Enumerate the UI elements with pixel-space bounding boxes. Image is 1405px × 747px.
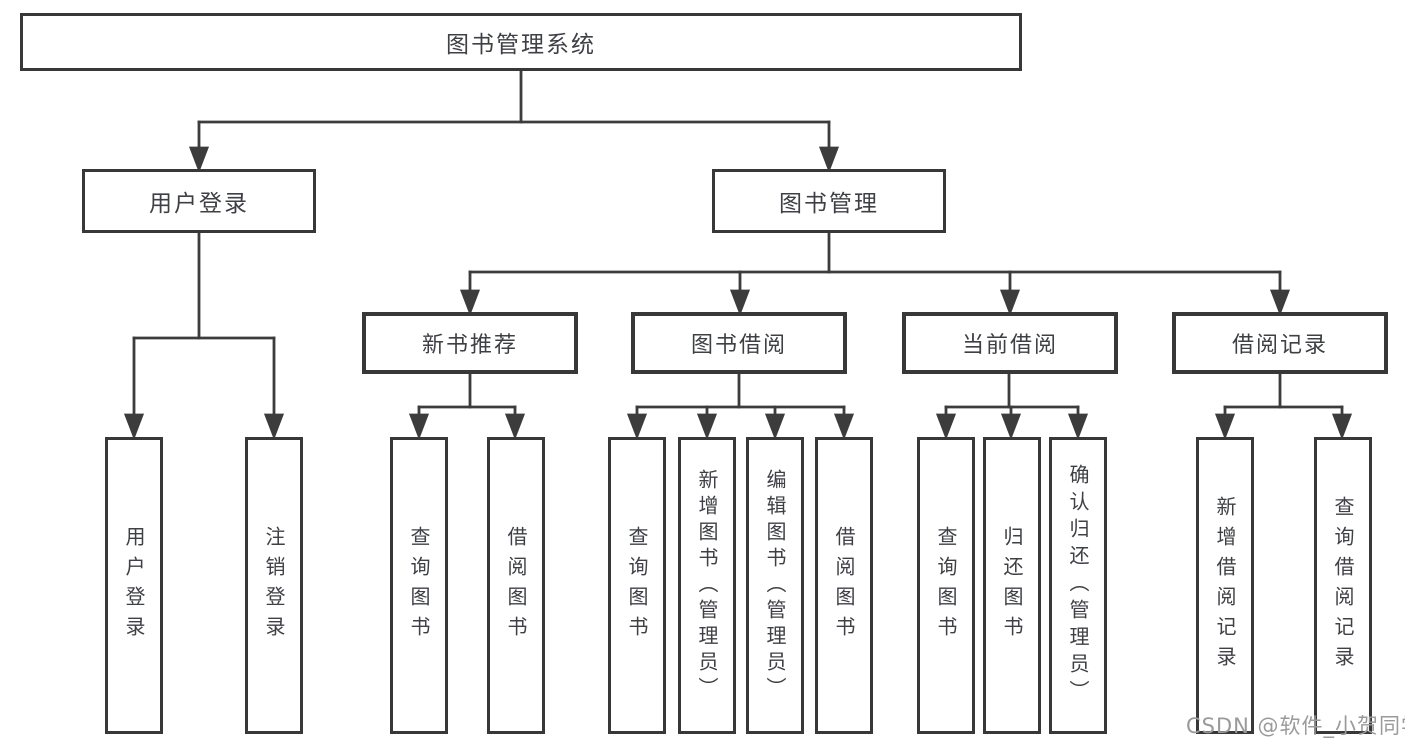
leaf-confirm-return-admin: 确认归还（管理员） xyxy=(1049,437,1107,734)
leaf-query-borrow-record: 查询借阅记录 xyxy=(1314,437,1372,734)
node-new-book-recommendation: 新书推荐 xyxy=(362,312,578,374)
leaf-add-book-admin-label: 新增图书（管理员） xyxy=(695,468,719,703)
leaf-return-books: 归还图书 xyxy=(983,437,1041,734)
node-library-management-system: 图书管理系统 xyxy=(20,13,1022,71)
leaf-add-book-admin: 新增图书（管理员） xyxy=(678,437,736,734)
leaf-query-books-recommend-label: 查询图书 xyxy=(407,525,431,646)
leaf-query-borrow-record-label: 查询借阅记录 xyxy=(1331,495,1355,676)
leaf-logout: 注销登录 xyxy=(245,437,303,734)
node-current-borrowing: 当前借阅 xyxy=(902,312,1118,374)
leaf-query-books-recommend: 查询图书 xyxy=(390,437,448,734)
leaf-user-login: 用户登录 xyxy=(105,437,163,734)
leaf-query-books-current: 查询图书 xyxy=(917,437,975,734)
leaf-query-books-current-label: 查询图书 xyxy=(934,525,958,646)
leaf-borrow-books: 借阅图书 xyxy=(815,437,873,734)
leaf-add-borrow-record-label: 新增借阅记录 xyxy=(1213,495,1237,676)
node-borrowing-records: 借阅记录 xyxy=(1172,312,1388,374)
node-book-borrowing: 图书借阅 xyxy=(631,312,847,374)
leaf-borrow-books-recommend: 借阅图书 xyxy=(487,437,545,734)
watermark: CSDN @软件_小贺同学 xyxy=(1186,714,1405,738)
leaf-edit-book-admin: 编辑图书（管理员） xyxy=(746,437,804,734)
leaf-edit-book-admin-label: 编辑图书（管理员） xyxy=(763,468,787,703)
leaf-confirm-return-admin-label: 确认归还（管理员） xyxy=(1066,464,1090,707)
node-user-login: 用户登录 xyxy=(82,169,316,233)
leaf-return-books-label: 归还图书 xyxy=(1000,525,1024,646)
leaf-borrow-books-label: 借阅图书 xyxy=(832,525,856,646)
leaf-borrow-books-recommend-label: 借阅图书 xyxy=(504,525,528,646)
leaf-logout-label: 注销登录 xyxy=(262,525,286,646)
leaf-add-borrow-record: 新增借阅记录 xyxy=(1196,437,1254,734)
node-book-management: 图书管理 xyxy=(712,169,946,233)
leaf-query-books-borrow: 查询图书 xyxy=(608,437,666,734)
leaf-user-login-label: 用户登录 xyxy=(122,525,146,646)
leaf-query-books-borrow-label: 查询图书 xyxy=(625,525,649,646)
